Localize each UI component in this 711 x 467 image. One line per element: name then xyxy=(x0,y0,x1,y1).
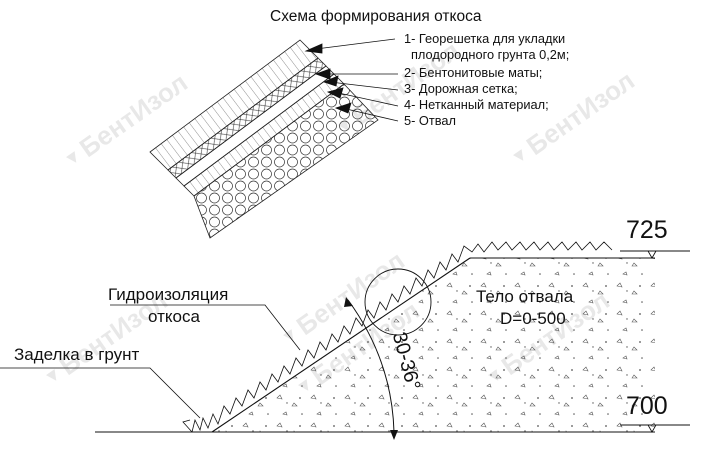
elevation-mark-bottom xyxy=(620,424,690,433)
legend-item-2: 2- Бентонитовые маты; xyxy=(404,65,543,80)
waterproofing-zigzag xyxy=(191,241,613,433)
embedding-hook xyxy=(182,419,193,433)
legend-item-1: 1- Георешетка для укладки xyxy=(404,31,566,46)
angle-arc xyxy=(347,299,395,433)
waterproofing-leader xyxy=(110,304,301,351)
legend-item-5: 5- Отвал xyxy=(404,113,456,128)
layer-scheme xyxy=(149,39,379,239)
dump-body-label: Тело отвала xyxy=(476,287,574,306)
legend-item-4: 4- Нетканный материал; xyxy=(404,97,549,112)
elevation-bottom: 700 xyxy=(626,392,668,420)
legend-item-3: 3- Дорожная сетка; xyxy=(404,81,518,96)
legend-item-1-cont: плодородного грунта 0,2м; xyxy=(411,47,570,62)
dump-layer xyxy=(193,83,379,239)
elevation-top: 725 xyxy=(626,216,668,244)
elevation-mark-top xyxy=(620,250,690,259)
dump-body xyxy=(212,258,655,432)
waterproofing-label-2: откоса xyxy=(148,307,200,326)
angle-arrow-bottom xyxy=(390,430,398,440)
embedding-leader xyxy=(0,367,201,419)
detail-circle xyxy=(364,268,432,336)
waterproofing-label: Гидроизоляция xyxy=(108,285,229,304)
angle-arrow-top xyxy=(344,297,353,307)
dump-size-label: D=0-500 xyxy=(500,309,566,328)
embedding-label: Заделка в грунт xyxy=(14,345,140,364)
scheme-title: Схема формирования откоса xyxy=(270,8,482,25)
legend-leaders xyxy=(304,38,399,122)
